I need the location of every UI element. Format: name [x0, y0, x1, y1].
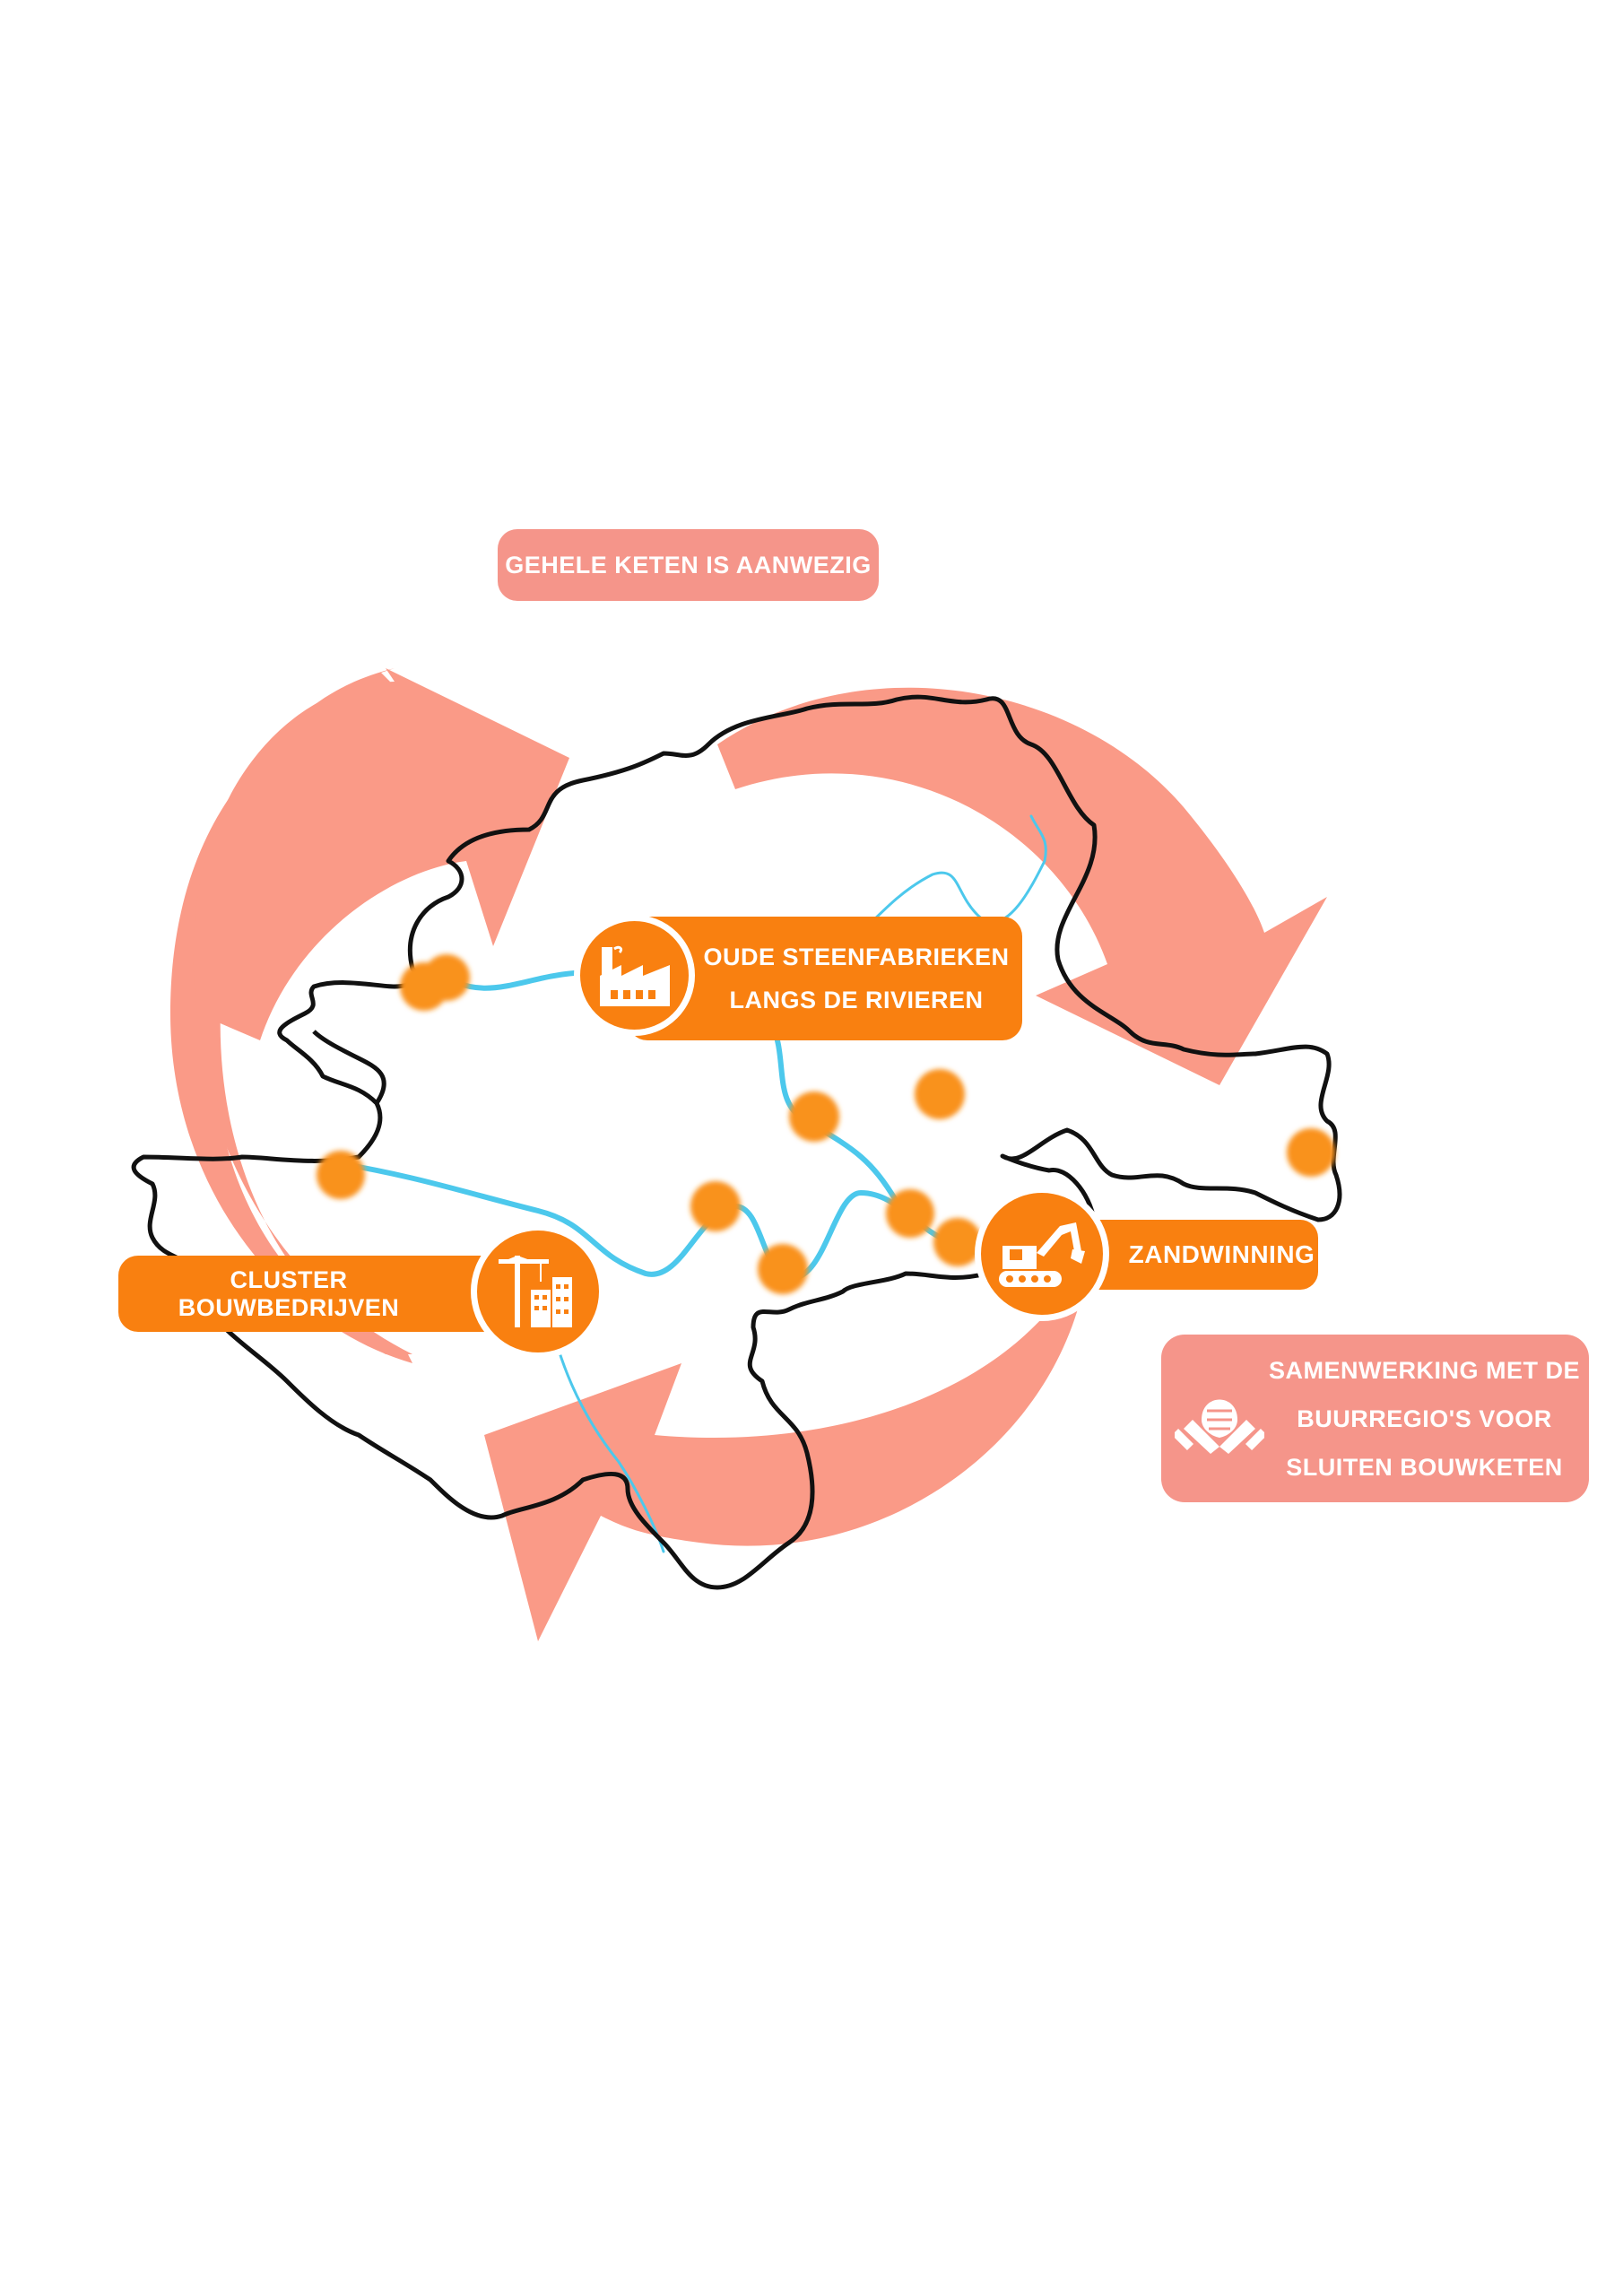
excavator-badge	[975, 1187, 1109, 1321]
factory-badge	[574, 915, 695, 1036]
site-dot	[915, 1069, 965, 1119]
cooperation-line-1: SAMENWERKING MET DE	[1269, 1356, 1580, 1384]
site-dot	[886, 1189, 934, 1238]
cluster-label: CLUSTER BOUWBEDRIJVEN	[118, 1256, 513, 1332]
arrow-bottom	[484, 1247, 1089, 1641]
sand-label-text: ZANDWINNING	[1128, 1240, 1315, 1268]
header-label-text: GEHELE KETEN IS AANWEZIG	[505, 551, 872, 578]
river-upper	[859, 814, 1047, 935]
crane-buildings-icon	[499, 1256, 572, 1327]
region-outline-west	[312, 1030, 386, 1105]
cycle-arrows	[170, 668, 1327, 1641]
crane-badge	[471, 1224, 605, 1359]
arrow-top-right	[717, 687, 1327, 1085]
site-dot	[789, 1091, 839, 1142]
site-dot	[423, 954, 470, 1001]
site-dot	[933, 1218, 982, 1266]
cluster-label-text: CLUSTER BOUWBEDRIJVEN	[178, 1265, 400, 1321]
brickworks-label: OUDE STEENFABRIEKEN LANGS DE RIVIEREN	[628, 917, 1022, 1040]
arrow-top-left	[193, 668, 570, 1040]
region-outline	[131, 694, 1342, 1590]
site-dot	[1287, 1128, 1335, 1177]
cooperation-line-2: BUURREGIO'S VOOR	[1297, 1405, 1552, 1432]
handshake-icon	[1175, 1399, 1264, 1454]
brickworks-line-1: OUDE STEENFABRIEKEN	[703, 944, 1010, 970]
excavator-icon	[999, 1222, 1085, 1287]
cooperation-line-3: SLUITEN BOUWKETEN	[1286, 1453, 1563, 1481]
cooperation-label: SAMENWERKING MET DE BUURREGIO'S VOOR SLU…	[1161, 1335, 1589, 1502]
factory-icon	[599, 945, 670, 1006]
site-dots	[317, 954, 1335, 1294]
site-dot	[758, 1244, 808, 1294]
site-dot	[690, 1181, 741, 1231]
brickworks-line-2: LANGS DE RIVIEREN	[729, 987, 984, 1013]
site-dot	[317, 1151, 365, 1199]
header-label: GEHELE KETEN IS AANWEZIG	[498, 529, 879, 601]
